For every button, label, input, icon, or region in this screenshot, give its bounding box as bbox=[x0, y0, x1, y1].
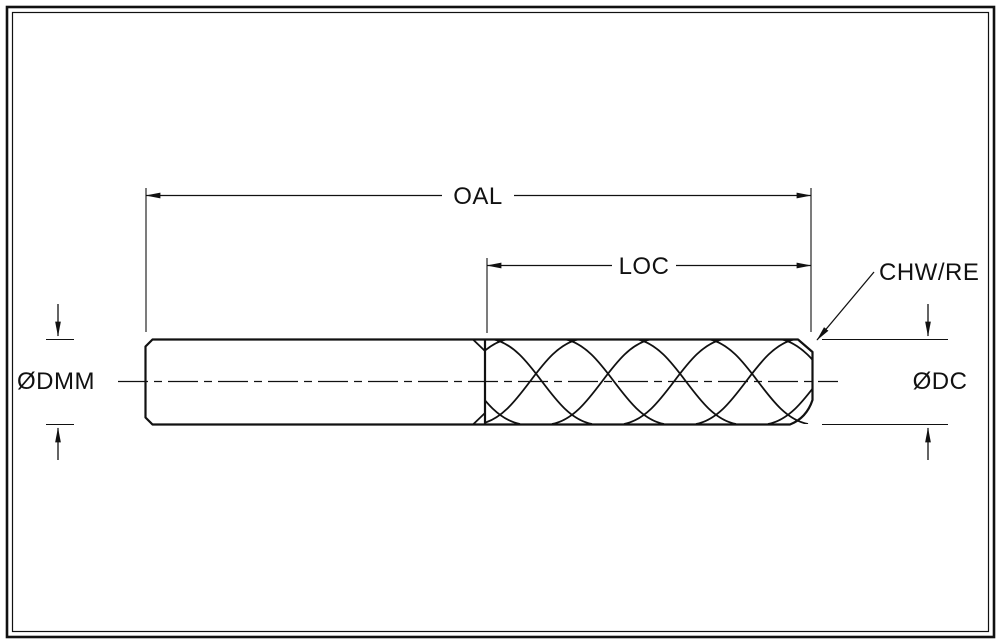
flute-helix-line bbox=[708, 340, 809, 424]
loc-text-mask bbox=[612, 251, 676, 279]
loc-dimension: LOC bbox=[486, 251, 812, 333]
sheet-border-frame bbox=[5, 5, 996, 639]
loc-label: LOC bbox=[619, 253, 670, 280]
flute-helix-line bbox=[780, 340, 812, 361]
flute-runout-bottom bbox=[472, 412, 486, 426]
cutting-diameter-dimension: ØDC bbox=[822, 304, 967, 460]
shank-diameter-dimension: ØDMM bbox=[17, 304, 95, 460]
flute-runout-top bbox=[472, 338, 486, 352]
oal-text-mask bbox=[442, 181, 514, 209]
border-outer-line bbox=[5, 5, 996, 639]
cutting-diameter-label: ØDC bbox=[913, 368, 968, 395]
flute-helix-line bbox=[767, 387, 812, 424]
flute-helix-line bbox=[695, 340, 796, 424]
flute-helix-line bbox=[492, 340, 593, 424]
flute-helix-line bbox=[551, 340, 652, 424]
tool-shank bbox=[144, 338, 485, 426]
flute-section-outline bbox=[485, 338, 814, 426]
shank-diameter-label: ØDMM bbox=[17, 368, 95, 395]
oal-dimension: OAL bbox=[145, 181, 812, 332]
flute-helix-line bbox=[486, 340, 508, 352]
oal-label: OAL bbox=[453, 183, 503, 210]
border-inner-line bbox=[11, 11, 990, 633]
chamfer-leader-line bbox=[816, 271, 875, 341]
chamfer-label: CHW/RE bbox=[879, 259, 979, 286]
tool-flute-section bbox=[472, 338, 814, 426]
flute-helix-line bbox=[486, 340, 580, 424]
chamfer-callout: CHW/RE bbox=[816, 259, 979, 341]
flute-helix-line bbox=[636, 340, 737, 424]
flute-helix-line bbox=[623, 340, 724, 424]
flute-helix-line bbox=[564, 340, 665, 424]
flute-helix-line bbox=[486, 400, 521, 424]
shank-outline bbox=[144, 338, 485, 426]
helical-flutes bbox=[486, 340, 812, 424]
